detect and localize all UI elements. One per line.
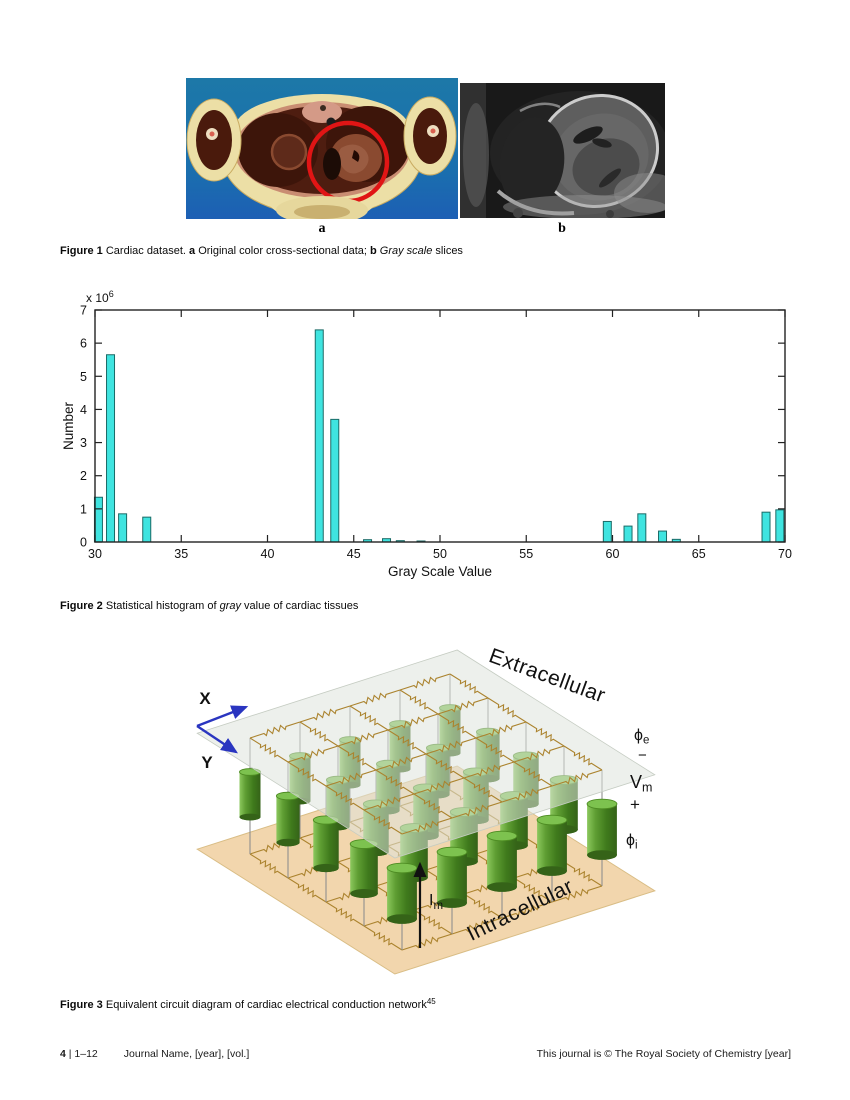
figure1-caption: Figure 1 Cardiac dataset. a Original col…: [60, 245, 463, 257]
footer-journal-info: Journal Name, [year], [vol.]: [123, 1048, 250, 1060]
footer-page-range: 1–12: [74, 1048, 98, 1060]
svg-text:7: 7: [80, 304, 87, 318]
svg-text:0: 0: [80, 536, 87, 550]
svg-text:1: 1: [80, 502, 87, 516]
svg-text:Number: Number: [61, 401, 76, 450]
svg-text:50: 50: [433, 547, 447, 561]
footer-page-number: 4: [60, 1048, 66, 1060]
figure1-caption-tag: Figure 1: [60, 245, 103, 257]
figure3-reference-number: 45: [426, 997, 436, 1006]
svg-text:Y: Y: [201, 753, 213, 772]
svg-text:55: 55: [519, 547, 533, 561]
svg-text:x 106: x 106: [86, 290, 114, 305]
svg-text:3: 3: [80, 436, 87, 450]
svg-text:60: 60: [606, 547, 620, 561]
figure2-caption-tag: Figure 2: [60, 600, 103, 612]
figure3-caption-tag: Figure 3: [60, 999, 103, 1011]
figure1-panel-b-image: [460, 83, 665, 218]
figure1-panel-a-image: [186, 78, 458, 219]
svg-text:30: 30: [88, 547, 102, 561]
svg-text:2: 2: [80, 469, 87, 483]
svg-text:35: 35: [174, 547, 188, 561]
svg-text:65: 65: [692, 547, 706, 561]
svg-text:4: 4: [80, 403, 87, 417]
svg-text:5: 5: [80, 370, 87, 384]
svg-text:ϕe: ϕe: [634, 727, 649, 747]
figure1-panel-b-label: b: [558, 221, 566, 236]
svg-text:−: −: [638, 747, 647, 764]
svg-text:40: 40: [261, 547, 275, 561]
figure2-caption: Figure 2 Statistical histogram of gray v…: [60, 600, 359, 612]
svg-text:+: +: [630, 795, 640, 814]
svg-text:70: 70: [778, 547, 792, 561]
svg-text:X: X: [199, 689, 211, 708]
svg-text:45: 45: [347, 547, 361, 561]
svg-text:6: 6: [80, 337, 87, 351]
figure1-panel-a-label: a: [318, 221, 326, 236]
svg-text:ϕi: ϕi: [626, 832, 638, 852]
footer-copyright: This journal is © The Royal Society of C…: [536, 1048, 791, 1060]
figure3-caption: Figure 3 Equivalent circuit diagram of c…: [60, 997, 436, 1011]
svg-text:Gray Scale Value: Gray Scale Value: [388, 564, 492, 579]
